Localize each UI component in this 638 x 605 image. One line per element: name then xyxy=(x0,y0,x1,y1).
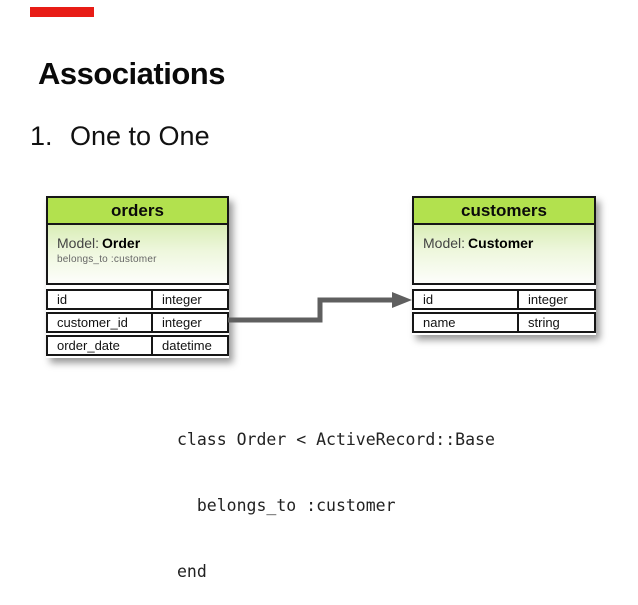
list-item-one-to-one: 1. One to One xyxy=(30,121,210,152)
code-line: class Order < ActiveRecord::Base xyxy=(177,430,495,449)
table-row: id integer xyxy=(412,289,596,310)
table-orders-header: orders xyxy=(46,196,229,225)
association-arrow-icon xyxy=(228,292,412,323)
list-item-number: 1. xyxy=(30,121,53,151)
table-customers-model-section: Model:Customer xyxy=(412,225,596,285)
column-type: integer xyxy=(162,292,202,307)
column-type: datetime xyxy=(162,338,212,353)
table-customers-rows: id integer name string xyxy=(412,289,596,333)
table-row: id integer xyxy=(46,289,229,310)
column-type: integer xyxy=(528,292,568,307)
model-label: Model: xyxy=(423,235,466,251)
list-item-label: One to One xyxy=(70,121,210,151)
model-line: Model:Customer xyxy=(423,235,594,251)
slide-accent-bar xyxy=(30,7,94,17)
model-note: belongs_to :customer xyxy=(57,254,157,265)
code-line: belongs_to :customer xyxy=(177,496,396,515)
model-name: Order xyxy=(102,235,141,251)
table-orders-model-section: Model:Order belongs_to :customer xyxy=(46,225,229,285)
table-row: customer_id integer xyxy=(46,312,229,333)
column-name: id xyxy=(414,291,519,308)
table-orders-name: orders xyxy=(111,200,164,220)
model-name: Customer xyxy=(468,235,534,251)
code-block: class Order < ActiveRecord::Base belongs… xyxy=(177,385,495,605)
model-label: Model: xyxy=(57,235,100,251)
table-customers-name: customers xyxy=(461,200,547,220)
table-orders: orders Model:Order belongs_to :customer … xyxy=(46,196,229,358)
column-type: integer xyxy=(162,315,202,330)
code-line: end xyxy=(177,562,207,581)
column-name: id xyxy=(48,291,153,308)
column-type: string xyxy=(528,315,560,330)
table-row: name string xyxy=(412,312,596,333)
model-line: Model:Order xyxy=(57,235,227,251)
column-name: order_date xyxy=(48,337,153,354)
page-title: Associations xyxy=(38,56,225,91)
table-customers: customers Model:Customer id integer name… xyxy=(412,196,596,335)
column-name: customer_id xyxy=(48,314,153,331)
table-customers-header: customers xyxy=(412,196,596,225)
column-name: name xyxy=(414,314,519,331)
table-orders-rows: id integer customer_id integer order_dat… xyxy=(46,289,229,356)
table-row: order_date datetime xyxy=(46,335,229,356)
